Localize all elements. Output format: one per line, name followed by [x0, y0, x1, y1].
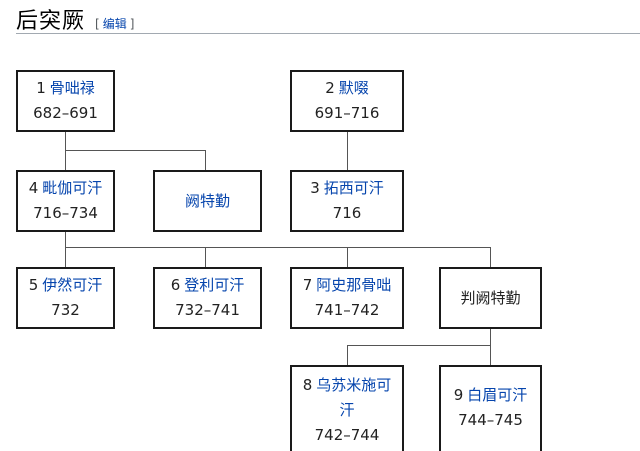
node-number: 4 — [28, 179, 39, 197]
node-name-link[interactable]: 伊然可汗 — [42, 276, 103, 294]
node-name-link[interactable]: 默啜 — [338, 79, 369, 97]
node-years: 732 — [51, 301, 80, 319]
edit-bracket-open: [ — [95, 17, 100, 31]
connector-to-n7 — [347, 247, 348, 267]
node-number: 5 — [28, 276, 39, 294]
node-years: 742–744 — [314, 426, 380, 444]
node-que-tegin: 阙特勤 — [153, 170, 262, 232]
node-years: 741–742 — [314, 301, 380, 319]
connector-to-pan — [490, 247, 491, 267]
node-name-link[interactable]: 毗伽可汗 — [42, 179, 103, 197]
node-years: 744–745 — [458, 411, 523, 429]
connector-to-n6 — [205, 247, 206, 267]
connector-n4-down — [65, 230, 66, 267]
connector-n1-branch — [65, 150, 205, 151]
section-title: 后突厥 — [16, 9, 86, 34]
node-number: 9 — [453, 386, 464, 404]
node-name-link[interactable]: 登利可汗 — [184, 276, 245, 294]
edit-bracket-close: ] — [129, 17, 135, 31]
heading-divider — [16, 33, 640, 34]
edit-link[interactable]: 编辑 — [102, 17, 127, 31]
section-heading: 后突厥 [编辑] — [16, 3, 134, 34]
node-name: 判阙特勤 — [460, 288, 521, 307]
node-name-link[interactable]: 拓西可汗 — [323, 179, 384, 197]
node-number: 1 — [36, 79, 46, 97]
connector-to-n8 — [347, 345, 348, 365]
node-pan-que-tegin: 判阙特勤 — [439, 267, 542, 329]
node-name-link[interactable]: 白眉可汗 — [467, 386, 528, 404]
connector-children-bar — [65, 247, 490, 248]
node-name-link[interactable]: 骨咄禄 — [49, 79, 95, 97]
node-years: 691–716 — [314, 104, 380, 122]
connector-pan-down — [490, 328, 491, 365]
connector-n2-n3 — [347, 130, 348, 170]
node-name-link[interactable]: 乌苏米施可 — [316, 376, 392, 394]
node-number: 8 — [302, 376, 313, 394]
edit-section: [编辑] — [95, 15, 134, 32]
node-name-link-cont[interactable]: 汗 — [339, 401, 355, 419]
node-number: 7 — [302, 276, 313, 294]
node-number: 3 — [310, 179, 320, 197]
connector-pan-bar — [347, 345, 490, 346]
node-years: 716 — [332, 204, 362, 222]
node-name-link[interactable]: 阿史那骨咄 — [316, 276, 392, 294]
node-years: 716–734 — [33, 204, 98, 222]
node-name-link[interactable]: 阙特勤 — [184, 191, 230, 210]
node-years: 732–741 — [175, 301, 240, 319]
connector-to-que — [205, 150, 206, 170]
node-number: 2 — [325, 79, 335, 97]
node-years: 682–691 — [33, 104, 98, 122]
node-number: 6 — [170, 276, 181, 294]
